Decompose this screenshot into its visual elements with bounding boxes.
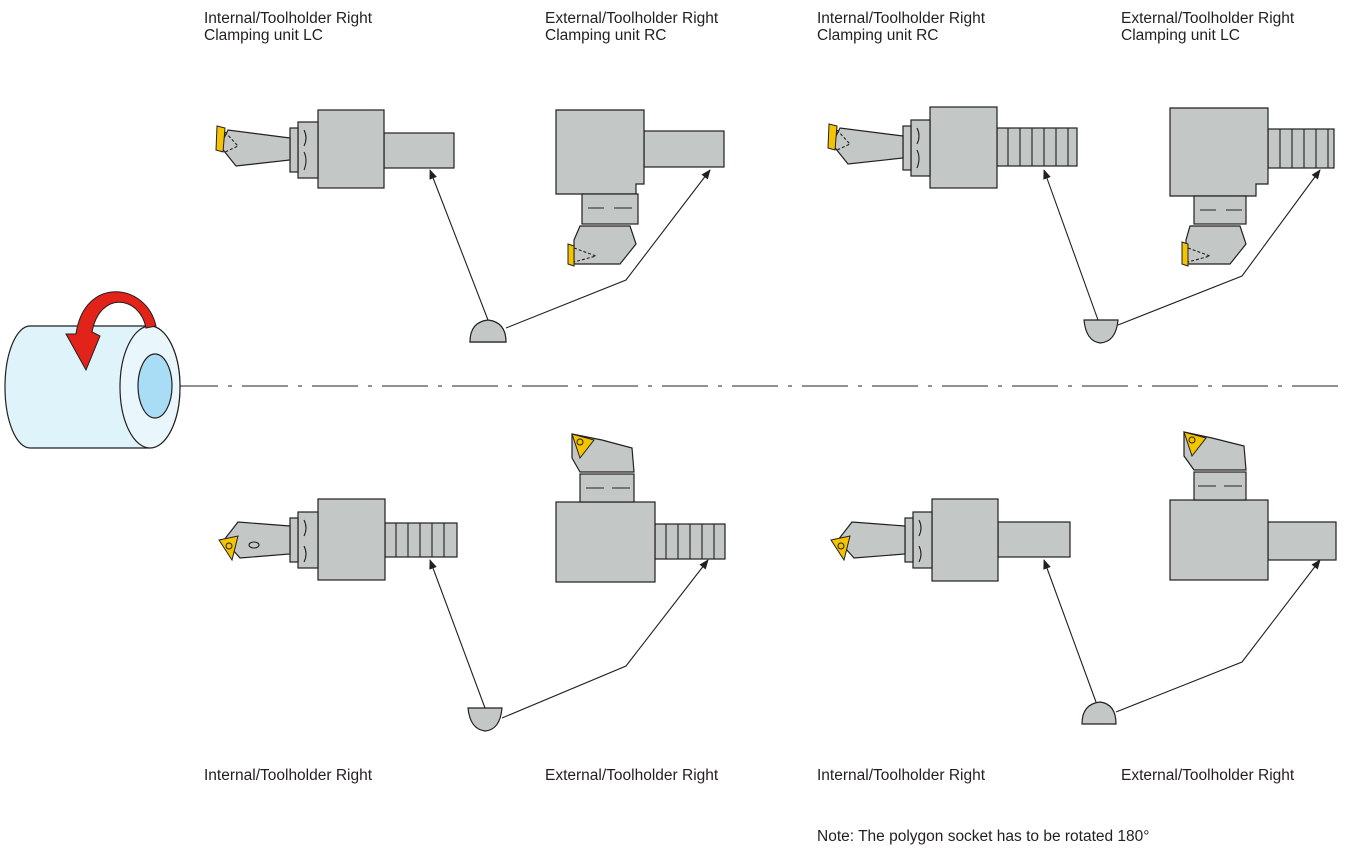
- note-text: Note: The polygon socket has to be rotat…: [817, 828, 1150, 845]
- polygon-socket-marker-icon-3: [467, 707, 503, 732]
- polygon-socket-marker-icon-4: [1081, 701, 1117, 725]
- leader-line: [1043, 559, 1097, 703]
- leader-line: [501, 559, 709, 719]
- label-top-external-rc: External/Toolholder Right Clamping unit …: [545, 10, 719, 44]
- label-top-internal-rc: Internal/Toolholder Right Clamping unit …: [817, 10, 986, 44]
- label-bottom-internal-2: Internal/Toolholder Right: [817, 767, 986, 784]
- tool-top-internal-lc: [215, 109, 455, 189]
- leader-line: [429, 559, 486, 709]
- leader-line: [1043, 169, 1099, 321]
- tool-top-external-lc: [1169, 107, 1335, 267]
- label-bottom-internal-1: Internal/Toolholder Right: [204, 767, 373, 784]
- tool-top-external-rc: [555, 109, 725, 267]
- label-top-external-lc: External/Toolholder Right Clamping unit …: [1121, 10, 1295, 44]
- tool-top-internal-rc: [827, 106, 1078, 189]
- rotating-workpiece-icon: [4, 325, 181, 449]
- tool-bottom-internal-1: [218, 498, 458, 581]
- label-bottom-external-2: External/Toolholder Right: [1121, 767, 1295, 784]
- rotation-arrow-icon: [65, 291, 157, 372]
- leader-line: [1117, 169, 1321, 326]
- label-bottom-external-1: External/Toolholder Right: [545, 767, 719, 784]
- label-top-internal-lc: Internal/Toolholder Right Clamping unit …: [204, 10, 373, 44]
- leader-line: [1115, 559, 1321, 713]
- leader-line: [505, 169, 711, 329]
- tool-bottom-external-1: [555, 433, 726, 583]
- tool-bottom-external-2: [1169, 431, 1337, 581]
- leader-line: [429, 169, 489, 321]
- tool-bottom-internal-2: [830, 498, 1071, 582]
- polygon-socket-marker-icon-2: [1083, 319, 1119, 344]
